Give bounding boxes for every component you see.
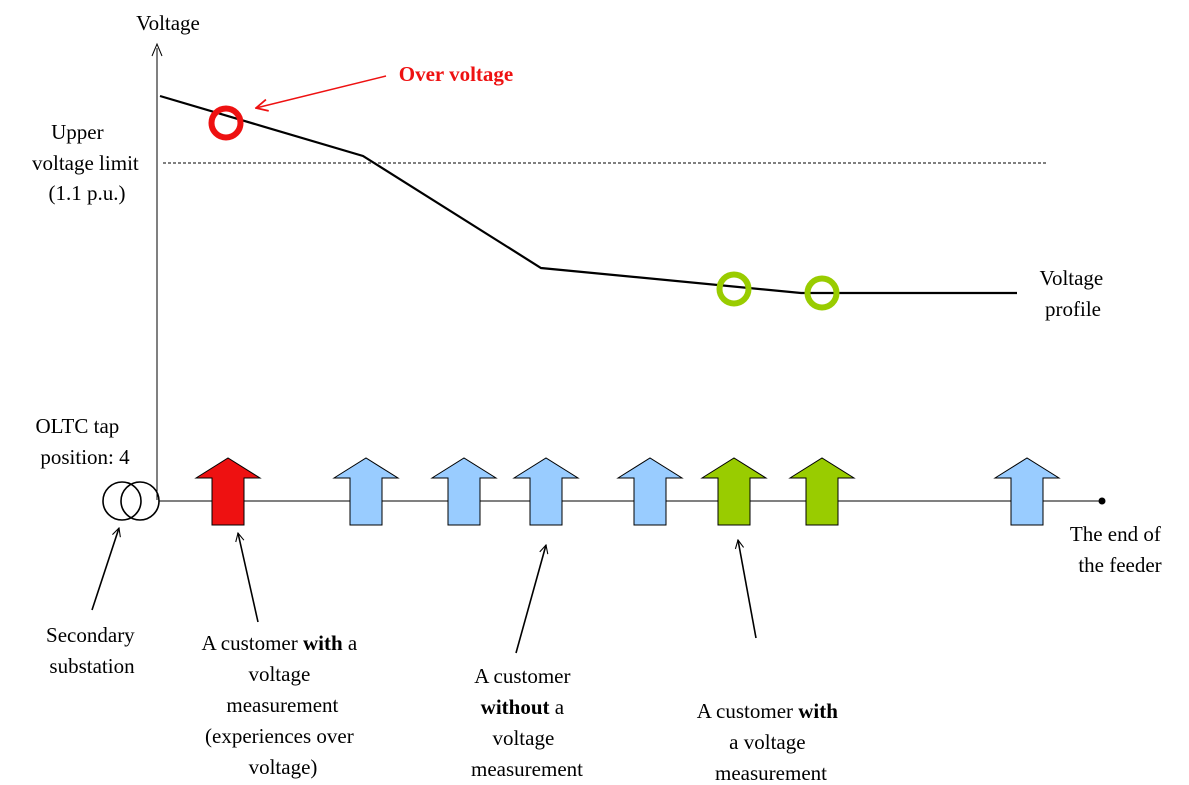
green-customer-callout-arrow — [738, 540, 757, 639]
feeder-end-label-line-1: The end of — [1070, 522, 1161, 546]
red-label-line-5: voltage) — [249, 755, 318, 779]
feeder-end-label: The end of the feeder — [1070, 522, 1166, 577]
y-axis-arrowhead — [151, 42, 163, 57]
red-label-line-4: (experiences over — [205, 724, 354, 748]
customer-with-measurement-label-green: A customer with a voltage measurement — [697, 699, 843, 785]
substation-label-line-1: Secondary — [46, 623, 135, 647]
voltage-profile-label-line-1: Voltage — [1039, 266, 1103, 290]
voltage-profile-label: Voltage profile — [1039, 266, 1108, 321]
green-label-line-3: measurement — [715, 761, 827, 785]
red-label-post: a — [343, 631, 358, 655]
red-label-pre: A customer — [202, 631, 303, 655]
customer-without-measurement-label: A customer without a voltage measurement — [471, 664, 583, 781]
blue-customer-callout-arrow — [515, 545, 546, 654]
customer-blue-without-measurement — [993, 457, 1061, 526]
voltage-profile-line — [159, 94, 1017, 295]
red-label-bold: with — [303, 631, 343, 655]
voltage-profile-label-line-2: profile — [1045, 297, 1101, 321]
transformer-icon-coil-left — [102, 481, 142, 521]
red-customer-callout-arrow — [238, 533, 259, 623]
upper-limit-label-line-1: Upper — [51, 120, 103, 144]
feeder-end-label-line-2: the feeder — [1078, 553, 1161, 577]
substation-label-line-2: substation — [49, 654, 135, 678]
upper-limit-label-line-3: (1.1 p.u.) — [49, 181, 126, 205]
over-voltage-arrow — [256, 75, 387, 108]
oltc-label-line-1: OLTC tap — [35, 414, 119, 438]
oltc-label: OLTC tap position: 4 — [35, 414, 130, 469]
red-label-line-2: voltage — [248, 662, 310, 686]
over-voltage-marker-circle — [208, 105, 244, 141]
upper-limit-label-line-2: voltage limit — [32, 151, 139, 175]
substation-label: Secondary substation — [46, 623, 140, 678]
customer-blue-without-measurement — [512, 457, 580, 526]
blue-label-line-4: measurement — [471, 757, 583, 781]
customer-blue-without-measurement — [616, 457, 684, 526]
customer-green-with-measurement — [788, 457, 856, 526]
red-label-line-3: measurement — [226, 693, 338, 717]
customer-red-with-measurement — [194, 457, 262, 526]
green-label-line-2: a voltage — [729, 730, 805, 754]
over-voltage-label: Over voltage — [399, 62, 514, 86]
customer-blue-without-measurement — [430, 457, 498, 526]
blue-label-line-3: voltage — [492, 726, 554, 750]
measured-voltage-marker-circle — [716, 271, 752, 307]
green-label-bold: with — [798, 699, 838, 723]
oltc-label-line-2: position: 4 — [40, 445, 130, 469]
customer-green-with-measurement — [700, 457, 768, 526]
green-label-pre: A customer — [697, 699, 798, 723]
blue-label-bold: without — [481, 695, 550, 719]
blue-label-post: a — [550, 695, 565, 719]
blue-label-line-1: A customer — [474, 664, 570, 688]
customer-blue-without-measurement — [332, 457, 400, 526]
customer-with-measurement-label-red: A customer with a voltage measurement (e… — [202, 631, 363, 779]
y-axis-label: Voltage — [136, 11, 200, 35]
feeder-end-dot — [1098, 497, 1106, 505]
measured-voltage-marker-circle — [804, 275, 840, 311]
substation-callout-arrow — [91, 528, 119, 611]
transformer-icon-coil-right — [120, 481, 160, 521]
upper-limit-label: Upper voltage limit (1.1 p.u.) — [32, 120, 144, 205]
